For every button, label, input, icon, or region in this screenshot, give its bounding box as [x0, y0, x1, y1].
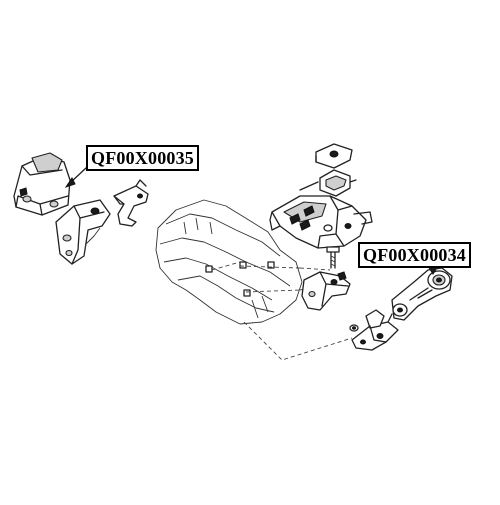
left-mount-bracket [55, 199, 111, 265]
upper-mount-plate [315, 143, 353, 169]
left-mount-strap [113, 179, 149, 227]
lower-engine-bracket [301, 271, 351, 311]
torque-rod-bracket [351, 309, 399, 351]
mount-bolt [326, 246, 340, 269]
transmission-mount-bracket [269, 195, 373, 249]
left-label-leader [64, 167, 87, 188]
upper-mount-insulator [299, 169, 357, 197]
engine-block-outline [155, 199, 303, 325]
mount-washer [349, 324, 359, 332]
torque-rod-mount [391, 267, 453, 321]
part-number-label-left: QF00X00035 [86, 145, 199, 171]
part-number-label-right: QF00X00034 [358, 242, 471, 268]
left-engine-mount [13, 152, 71, 216]
